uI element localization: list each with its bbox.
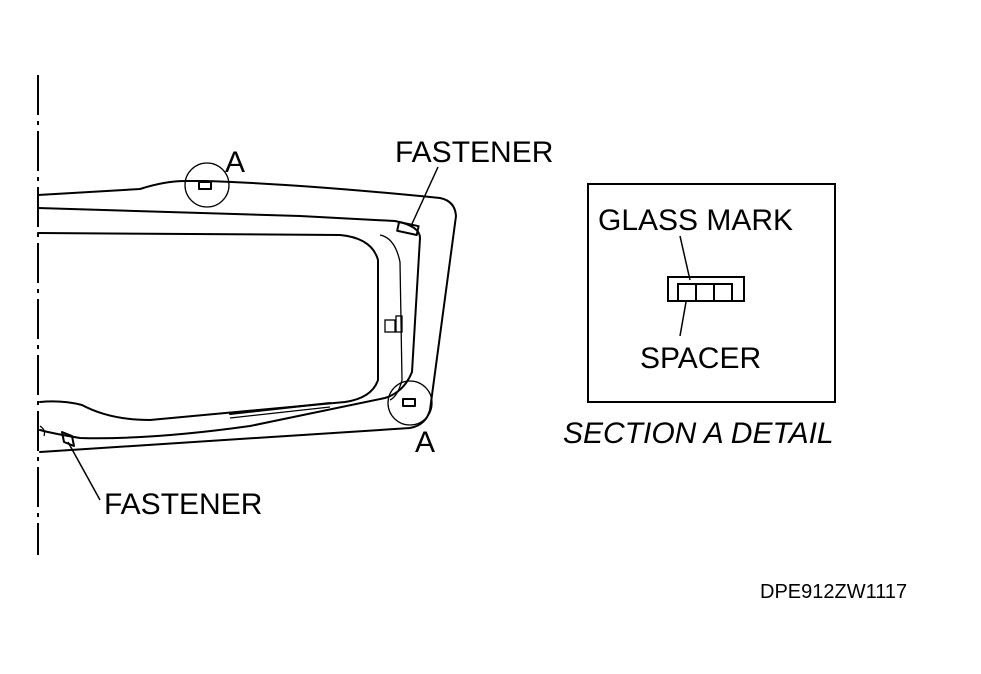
side-bracket-b bbox=[395, 315, 403, 333]
section-title: SECTION A DETAIL bbox=[563, 417, 834, 450]
drawing-code: DPE912ZW1117 bbox=[760, 581, 907, 603]
spacer-cell-2 bbox=[695, 283, 715, 302]
fastener-top bbox=[396, 221, 420, 236]
spacer-cell-3 bbox=[713, 283, 733, 302]
spacer-marker-bottom bbox=[402, 398, 416, 407]
detail-circle-a-bottom bbox=[387, 380, 433, 426]
glass-mark-leader bbox=[679, 235, 691, 281]
window-glass-outline bbox=[37, 232, 379, 421]
label-fastener-bottom: FASTENER bbox=[104, 488, 262, 521]
side-bracket bbox=[384, 319, 396, 333]
spacer-leader bbox=[679, 301, 687, 337]
label-a-bottom: A bbox=[415, 426, 435, 459]
fastener-top-leader bbox=[410, 166, 439, 227]
bottom-molding bbox=[229, 402, 331, 415]
bottom-molding-inner bbox=[229, 406, 331, 419]
label-spacer: SPACER bbox=[640, 342, 761, 375]
label-glass-mark: GLASS MARK bbox=[598, 204, 793, 237]
section-a-detail-box bbox=[587, 183, 836, 403]
liftgate-inner-edge bbox=[37, 207, 421, 440]
lower-left-detail bbox=[39, 425, 46, 437]
label-a-top: A bbox=[225, 146, 245, 179]
fastener-bottom bbox=[61, 431, 75, 447]
fastener-bottom-leader bbox=[67, 441, 101, 501]
spacer-cell-1 bbox=[677, 283, 697, 302]
spacer-marker-top bbox=[198, 181, 212, 190]
label-fastener-top: FASTENER bbox=[395, 136, 553, 169]
window-frame-line bbox=[379, 234, 403, 401]
detail-circle-a-top bbox=[184, 162, 230, 208]
